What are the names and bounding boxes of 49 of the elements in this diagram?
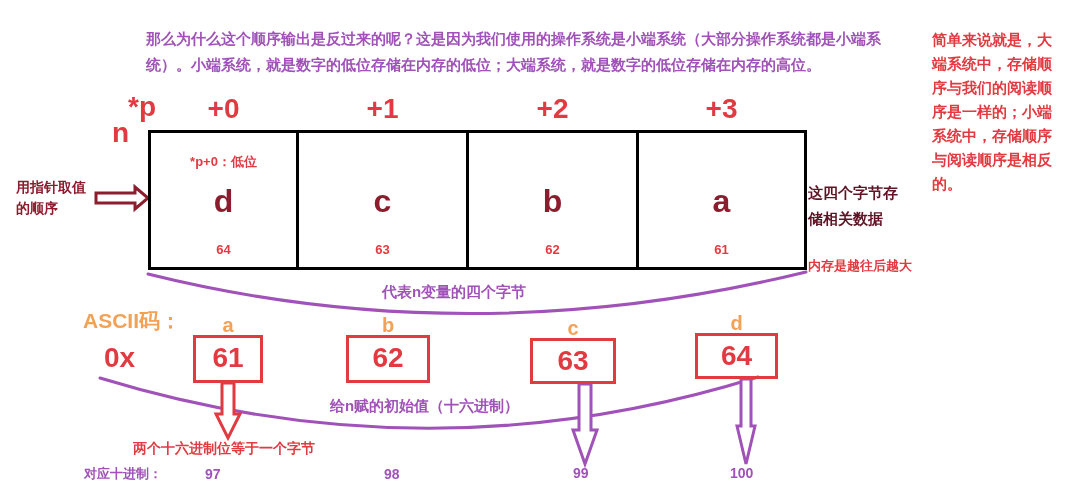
hex-byte-box bbox=[695, 333, 778, 379]
block-arrow bbox=[570, 382, 600, 469]
decimal-heading: 对应十进制： bbox=[84, 465, 162, 483]
variable-name-label: n bbox=[112, 118, 130, 148]
annotation-text: 用指针取值的顺序 bbox=[16, 177, 96, 219]
annotation-text: 两个十六进制位等于一个字节 bbox=[133, 438, 345, 458]
memory-byte-cell bbox=[636, 130, 807, 270]
stored-char: b bbox=[542, 183, 563, 220]
block-arrow bbox=[94, 183, 151, 213]
hex-value: 63 bbox=[557, 345, 589, 378]
brace-label: 给n赋的初始值（十六进制） bbox=[330, 396, 520, 415]
decimal-value: 99 bbox=[573, 464, 597, 483]
ascii-char-label: c bbox=[567, 318, 579, 338]
memory-byte-cell bbox=[296, 130, 469, 270]
ascii-heading: ASCII码： bbox=[83, 308, 181, 333]
hex-value: 62 bbox=[372, 342, 404, 375]
hex-value: 62 bbox=[545, 243, 560, 258]
decimal-value: 98 bbox=[384, 465, 400, 483]
hex-value: 64 bbox=[720, 340, 753, 373]
offset-label: +0 bbox=[207, 94, 240, 124]
memory-byte-cell bbox=[148, 130, 299, 270]
hex-value: 61 bbox=[212, 342, 244, 375]
brace-label: 代表n变量的四个字节 bbox=[382, 282, 527, 301]
explanation-paragraph: 那么为什么这个顺序输出是反过来的呢？这是因为我们使用的操作系统是小端系统（大部分操作系统都是小端系统）。小端系统，就是数字的低位存储在内存的低位；大端系统，就是数字的低位存储在内存的高位。 bbox=[146, 29, 882, 75]
ascii-char-label: a bbox=[222, 315, 234, 335]
offset-label: +3 bbox=[705, 94, 738, 124]
hex-byte-box bbox=[346, 335, 430, 383]
hex-value: 64 bbox=[216, 243, 231, 258]
decimal-value: 97 bbox=[205, 465, 221, 483]
hex-byte-box bbox=[530, 338, 616, 384]
hex-byte-box bbox=[193, 335, 263, 383]
block-arrow bbox=[735, 377, 757, 466]
summary-paragraph: 简单来说就是，大端系统中，存储顺序与我们的阅读顺序是一样的；小端系统中，存储顺序与阅读顺序是相反的。 bbox=[932, 30, 1053, 194]
offset-label: +2 bbox=[536, 94, 569, 124]
byte-note: *p+0：低位 bbox=[190, 155, 257, 170]
side-note: 这四个字节存储相关数据 bbox=[808, 183, 899, 229]
decimal-value: 100 bbox=[730, 464, 762, 483]
stored-char: a bbox=[712, 183, 731, 220]
hex-value: 63 bbox=[375, 243, 390, 258]
offset-label: +1 bbox=[366, 94, 399, 124]
ascii-char-label: b bbox=[381, 315, 395, 335]
ascii-char-label: d bbox=[730, 313, 743, 333]
pointer-label: *p bbox=[128, 92, 156, 122]
stored-char: d bbox=[213, 183, 234, 220]
block-arrow bbox=[213, 381, 243, 442]
hex-prefix: 0x bbox=[104, 342, 136, 374]
hex-value: 61 bbox=[714, 243, 729, 258]
stored-char: c bbox=[373, 183, 392, 220]
memory-byte-cell bbox=[466, 130, 639, 270]
